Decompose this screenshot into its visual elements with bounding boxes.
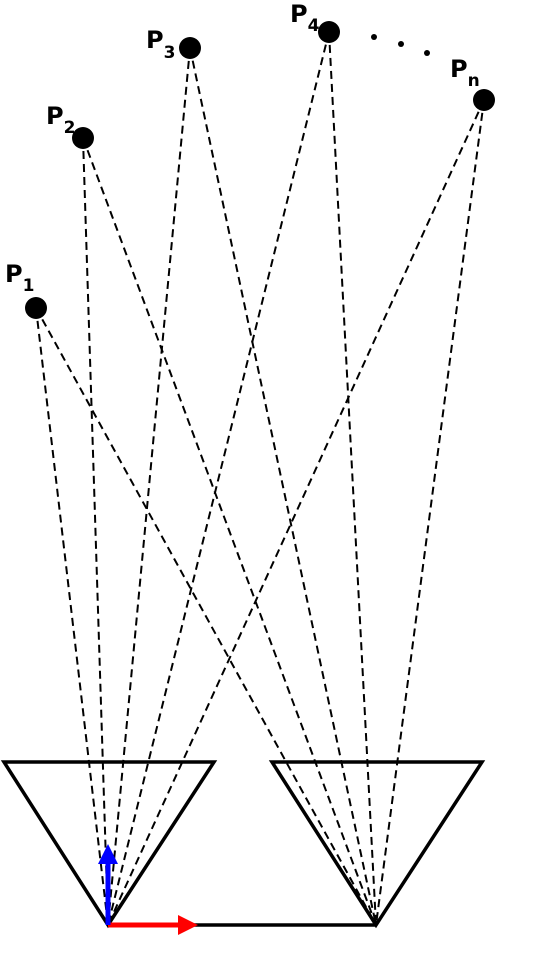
ray-p2-left <box>82 137 109 926</box>
ellipsis-dot <box>424 50 430 56</box>
ray-p4-right <box>328 31 377 926</box>
label-pn: Pn <box>450 55 480 91</box>
point-p3-dot <box>179 37 201 59</box>
y-axis-head <box>98 844 118 864</box>
ray-p3-right <box>189 47 377 926</box>
point-p1-dot <box>25 297 47 319</box>
ray-p2-right <box>82 137 377 926</box>
ellipsis-dots <box>371 34 430 56</box>
label-p1: P1 <box>5 260 34 296</box>
right-camera-frustum <box>268 760 486 929</box>
label-p2: P2 <box>46 102 75 138</box>
x-axis-head <box>178 915 198 935</box>
ray-p4-left <box>107 31 330 926</box>
left-camera-frustum <box>0 760 218 929</box>
point-p4-dot <box>318 21 340 43</box>
ellipsis-dot <box>398 41 404 47</box>
label-p3: P3 <box>146 26 175 63</box>
label-p4: P4 <box>290 0 320 36</box>
y-axis-arrow <box>98 844 118 925</box>
ray-p1-right <box>35 307 377 926</box>
ray-pn-right <box>375 99 485 926</box>
projection-rays <box>35 31 485 926</box>
ellipsis-dot <box>371 34 377 40</box>
ray-p1-left <box>35 307 109 926</box>
ray-p3-left <box>107 47 191 926</box>
point-p2-dot <box>72 127 94 149</box>
point-pn-dot <box>473 89 495 111</box>
ray-pn-left <box>107 99 485 926</box>
x-axis-arrow <box>108 915 198 935</box>
